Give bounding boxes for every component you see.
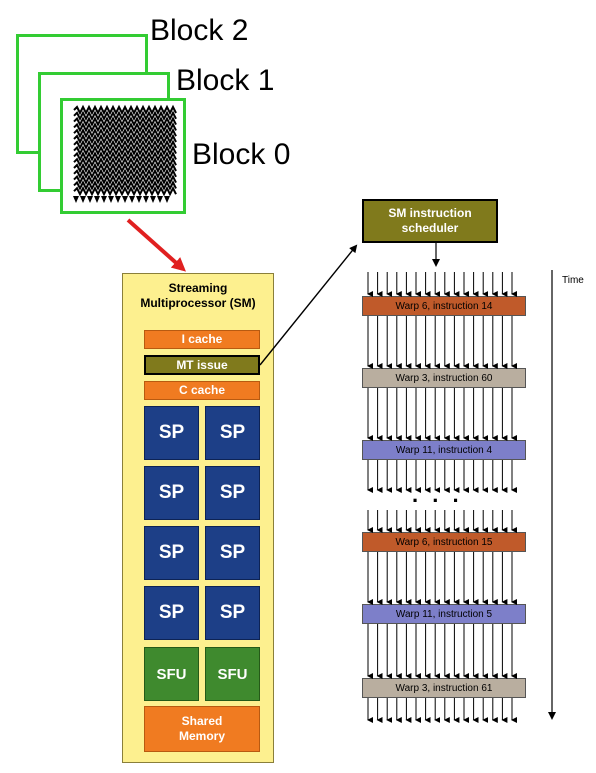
thread-arrowhead bbox=[143, 196, 149, 203]
ccache-box: C cache bbox=[144, 381, 260, 400]
thread-arrowhead bbox=[80, 196, 86, 203]
sp-unit: SP bbox=[144, 586, 199, 640]
thread-arrowhead bbox=[115, 196, 121, 203]
thread-squiggle bbox=[73, 104, 177, 116]
thread-squiggle bbox=[73, 151, 177, 162]
thread-arrowhead bbox=[136, 196, 142, 203]
block-to-sm-arrow bbox=[126, 218, 186, 272]
sp-unit: SP bbox=[144, 406, 199, 460]
scheduler-line1: SM instruction bbox=[388, 206, 472, 220]
sp-unit: SP bbox=[144, 526, 199, 580]
thread-squiggle bbox=[73, 174, 177, 185]
thread-arrowhead bbox=[73, 196, 79, 203]
thread-squiggle bbox=[73, 185, 177, 197]
thread-arrowhead bbox=[87, 196, 93, 203]
thread-squiggle bbox=[73, 116, 177, 127]
time-label: Time bbox=[562, 275, 584, 286]
icache-box: I cache bbox=[144, 330, 260, 349]
sfu-unit: SFU bbox=[205, 647, 260, 701]
thread-arrowhead bbox=[101, 196, 107, 203]
sm-title-line2: Multiprocessor (SM) bbox=[140, 296, 256, 310]
thread-squiggle bbox=[73, 139, 177, 151]
thread-squiggle bbox=[73, 110, 177, 122]
thread-arrowhead bbox=[108, 196, 114, 203]
warp-thread-arrows bbox=[367, 272, 517, 723]
thread-arrowhead bbox=[150, 196, 156, 203]
sp-unit: SP bbox=[205, 466, 260, 520]
block-1-label: Block 1 bbox=[176, 64, 275, 97]
thread-squiggle bbox=[73, 168, 177, 180]
scheduler-line2: scheduler bbox=[401, 221, 459, 235]
sfu-unit: SFU bbox=[144, 647, 199, 701]
thread-squiggle bbox=[73, 133, 177, 145]
thread-arrowhead bbox=[129, 196, 135, 203]
thread-squiggle bbox=[73, 127, 177, 139]
thread-arrowhead bbox=[94, 196, 100, 203]
sm-title-line1: Streaming bbox=[168, 281, 228, 295]
sp-unit: SP bbox=[144, 466, 199, 520]
thread-arrowhead bbox=[164, 196, 170, 203]
thread-squiggle bbox=[73, 156, 177, 168]
sm-title: Streaming Multiprocessor (SM) bbox=[122, 281, 274, 311]
sp-unit: SP bbox=[205, 406, 260, 460]
block-2-label: Block 2 bbox=[150, 14, 249, 47]
thread-squiggle bbox=[73, 145, 177, 156]
sp-unit: SP bbox=[205, 526, 260, 580]
mt-issue-box: MT issue bbox=[144, 355, 260, 375]
thread-squiggle bbox=[73, 122, 177, 133]
sm-instruction-scheduler: SM instruction scheduler bbox=[362, 199, 498, 243]
sp-unit: SP bbox=[205, 586, 260, 640]
thread-squiggle bbox=[73, 162, 177, 174]
block-0-label: Block 0 bbox=[192, 138, 291, 171]
thread-arrowhead bbox=[122, 196, 128, 203]
shared-memory-line1: Shared bbox=[181, 714, 223, 728]
mt-issue-to-scheduler-arrow bbox=[259, 244, 358, 366]
shared-memory-box: Shared Memory bbox=[144, 706, 260, 752]
thread-squiggles bbox=[73, 104, 177, 203]
thread-squiggle bbox=[73, 180, 177, 191]
shared-memory-line2: Memory bbox=[178, 729, 225, 743]
thread-arrowhead bbox=[157, 196, 163, 203]
